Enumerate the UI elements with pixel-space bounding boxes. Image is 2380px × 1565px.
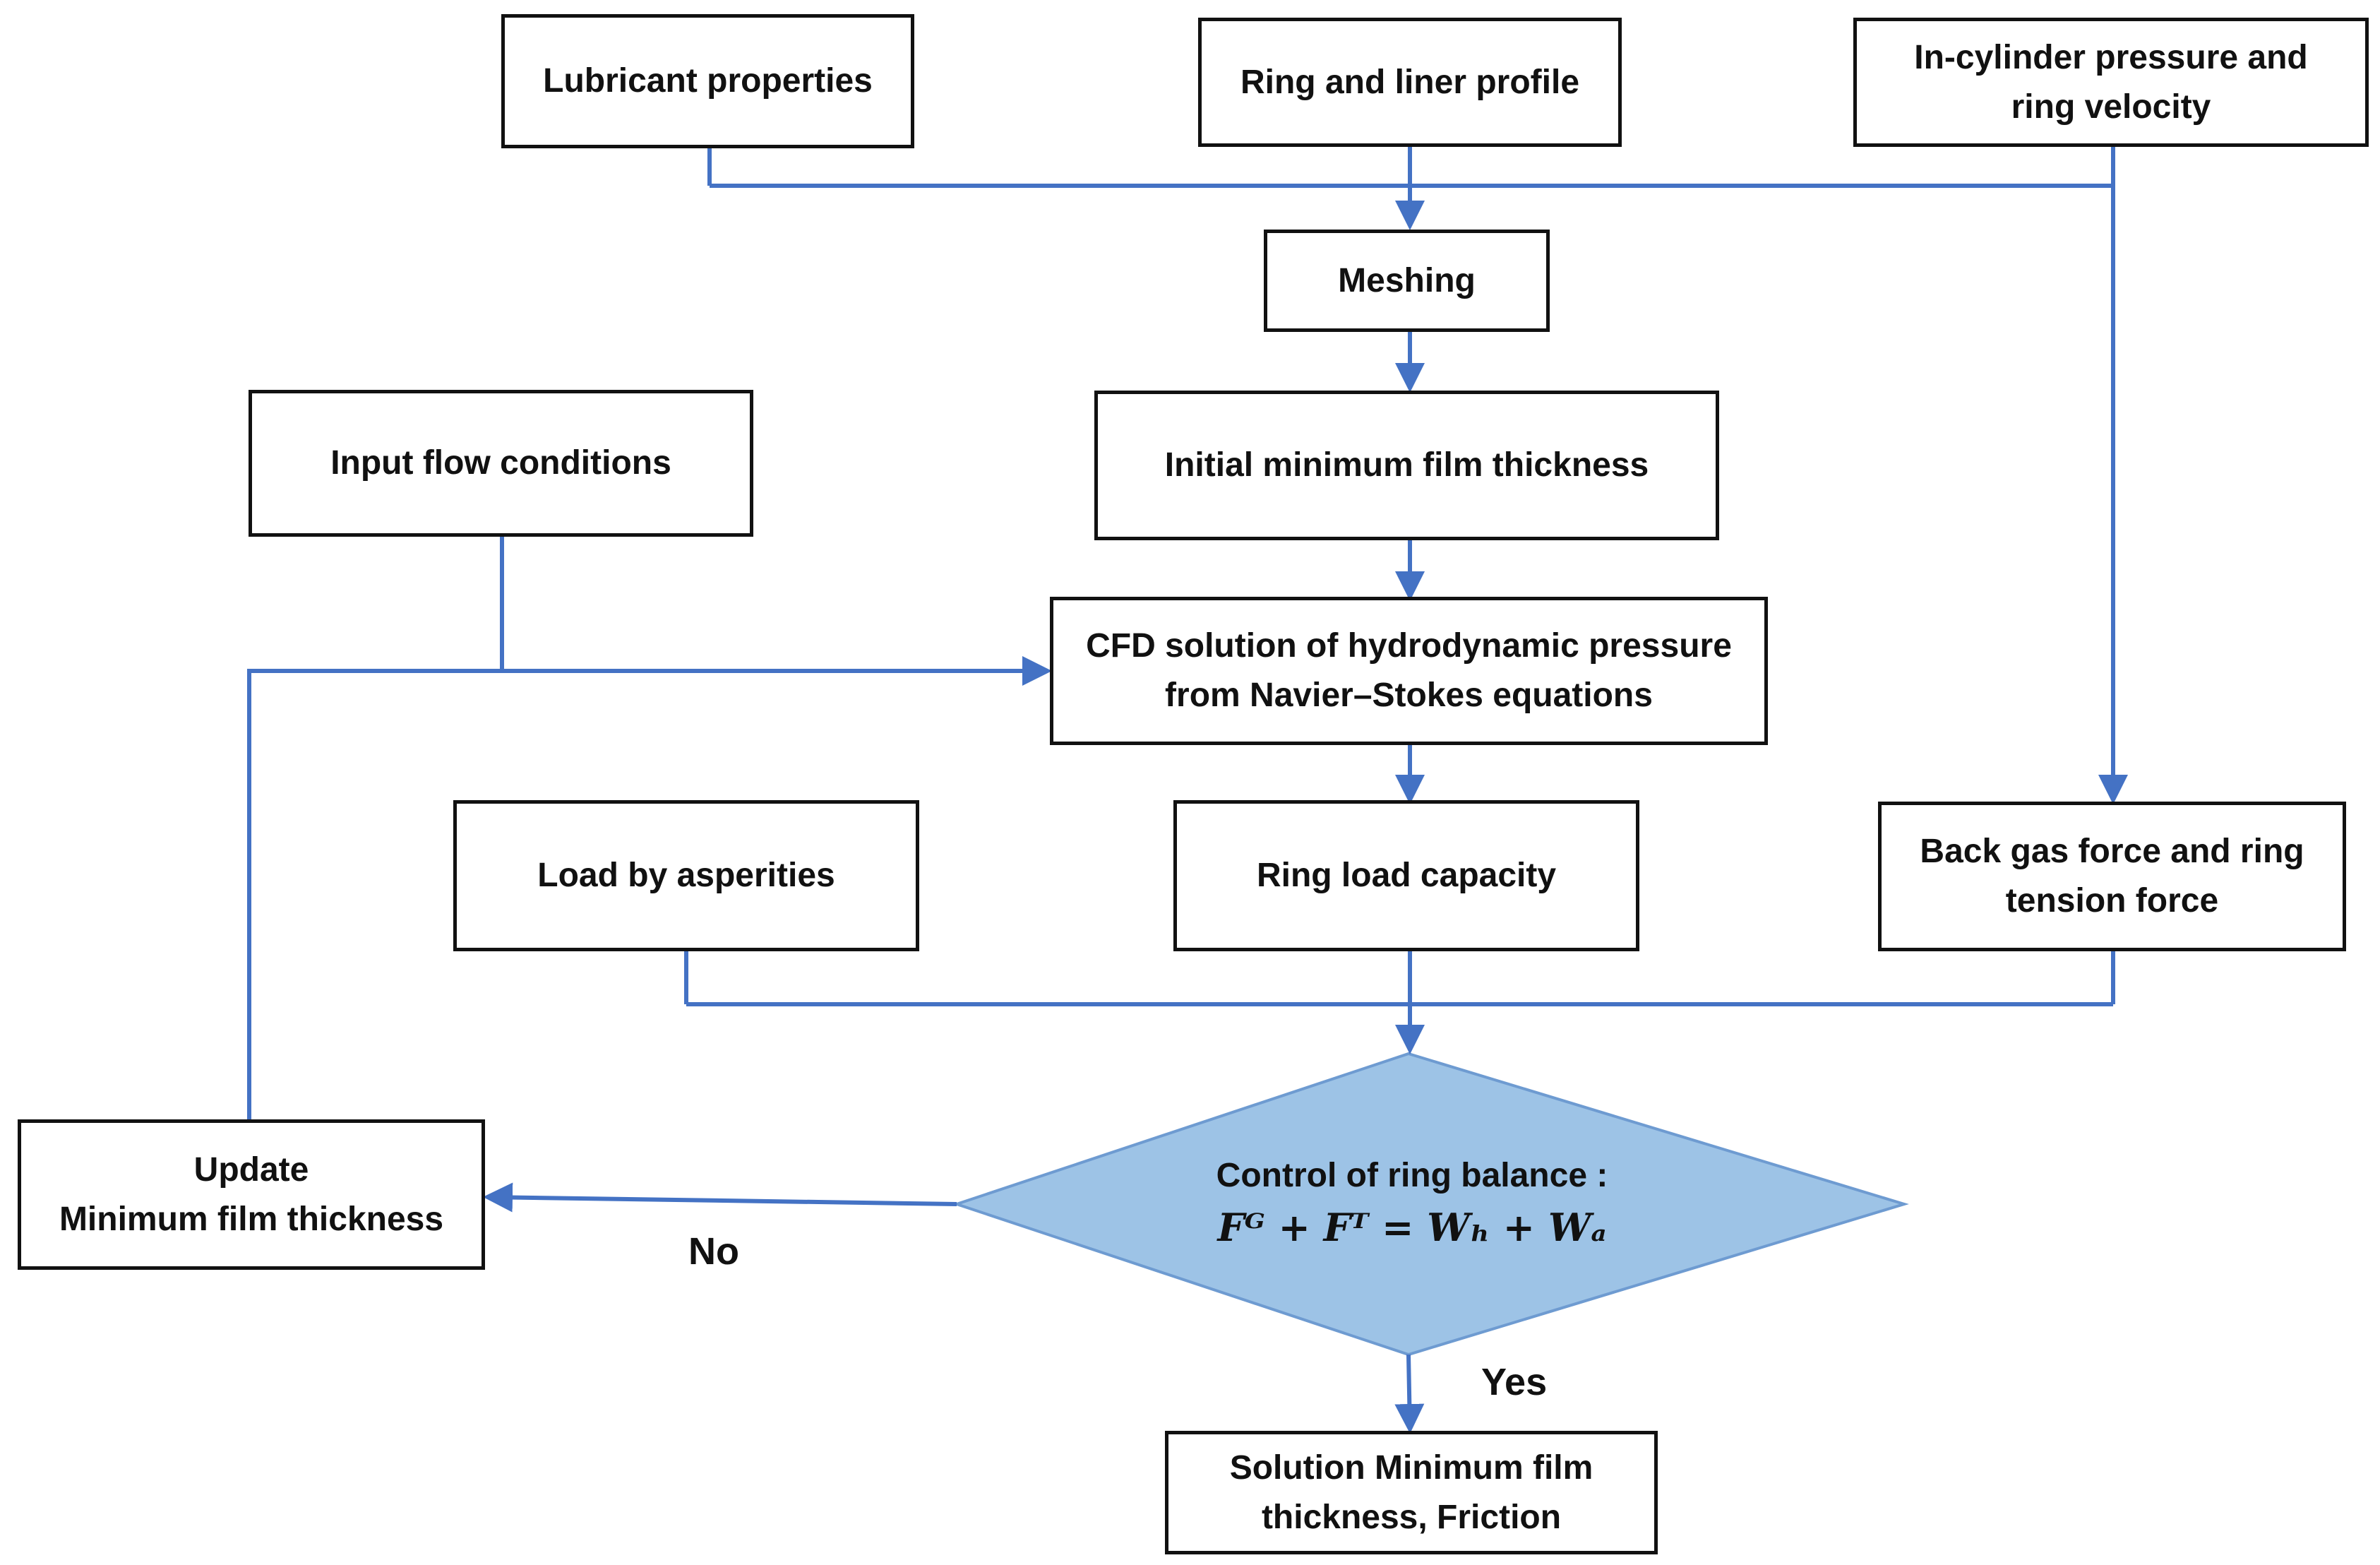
lubricant-properties-box: Lubricant properties — [501, 14, 914, 148]
solution-label-line2: thickness, Friction — [1261, 1498, 1562, 1536]
initial-film-thickness-box: Initial minimum film thickness — [1094, 391, 1719, 540]
incylinder-pressure-label-line1: In-cylinder pressure and — [1914, 38, 2308, 76]
arrow-no-to-update — [483, 1182, 957, 1213]
cfd-solution-box: CFD solution of hydrodynamic pressure fr… — [1050, 597, 1768, 745]
meshing-box: Meshing — [1264, 230, 1550, 332]
input-flow-conditions-box: Input flow conditions — [249, 390, 753, 537]
back-gas-force-label-line2: tension force — [2005, 882, 2219, 920]
solution-label-line1: Solution Minimum film — [1229, 1448, 1593, 1487]
ring-liner-profile-box: Ring and liner profile — [1198, 18, 1622, 147]
load-by-asperities-box: Load by asperities — [453, 800, 919, 951]
incylinder-pressure-label-line2: ring velocity — [2011, 88, 2211, 126]
solution-box: Solution Minimum film thickness, Frictio… — [1165, 1431, 1658, 1554]
decision-text: Control of ring balance : Fᴳ + Fᵀ = Wₕ +… — [1087, 1151, 1737, 1257]
initial-film-thickness-label: Initial minimum film thickness — [1164, 446, 1649, 484]
arrow-yes-to-solution — [1394, 1354, 1425, 1434]
incylinder-pressure-box: In-cylinder pressure and ring velocity — [1853, 18, 2369, 147]
arrow-update-to-cfd — [247, 656, 1052, 1121]
update-film-thickness-label-line1: Update — [193, 1150, 309, 1189]
back-gas-force-box: Back gas force and ring tension force — [1878, 802, 2346, 951]
cfd-solution-label-line2: from Navier–Stokes equations — [1165, 677, 1653, 714]
decision-title: Control of ring balance : — [1216, 1157, 1608, 1194]
ring-balance-formula: Fᴳ + Fᵀ = Wₕ + Wₐ — [1217, 1205, 1607, 1250]
edge-label-yes: Yes — [1481, 1361, 1548, 1403]
cfd-solution-label-line1: CFD solution of hydrodynamic pressure — [1086, 627, 1732, 665]
edge-label-no: No — [688, 1230, 739, 1273]
ring-liner-profile-label: Ring and liner profile — [1240, 63, 1580, 101]
update-film-thickness-box: Update Minimum film thickness — [18, 1119, 485, 1270]
ring-load-capacity-box: Ring load capacity — [1173, 800, 1639, 951]
back-gas-force-label-line1: Back gas force and ring — [1920, 833, 2304, 870]
update-film-thickness-label-line2: Minimum film thickness — [59, 1200, 444, 1238]
input-flow-conditions-label: Input flow conditions — [330, 444, 671, 482]
meshing-label: Meshing — [1338, 261, 1476, 299]
ring-load-capacity-label: Ring load capacity — [1256, 857, 1557, 894]
lubricant-properties-label: Lubricant properties — [543, 62, 873, 100]
load-by-asperities-label: Load by asperities — [537, 857, 835, 894]
